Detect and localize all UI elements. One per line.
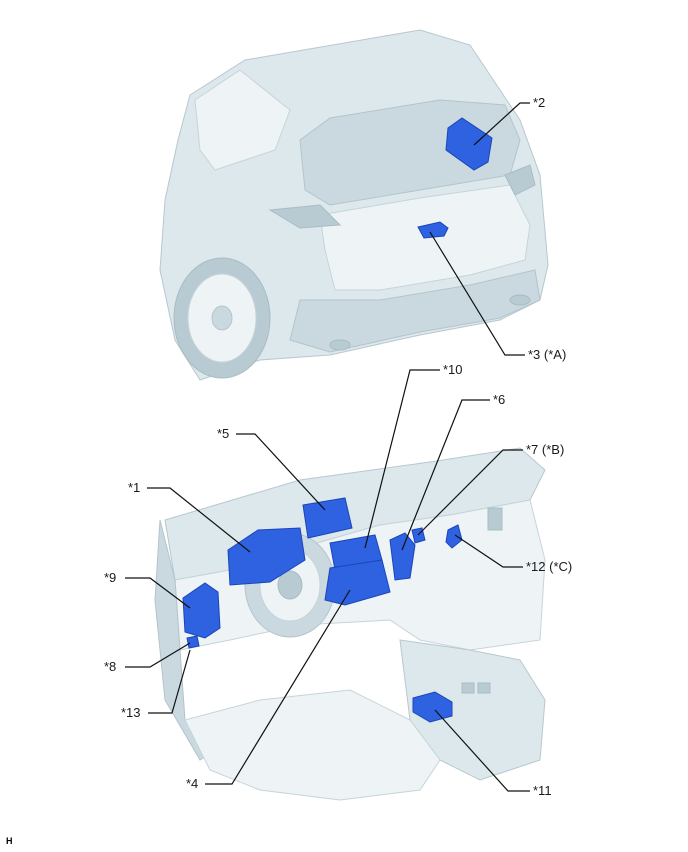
component-12	[445, 524, 463, 549]
callout-12: *12 (*C)	[526, 559, 572, 574]
component-5	[302, 497, 353, 539]
callout-2: *2	[533, 95, 545, 110]
callout-13: *13	[121, 705, 141, 720]
leader-lines	[125, 102, 530, 792]
component-8	[186, 635, 200, 649]
callout-1: *1	[128, 480, 140, 495]
component-9	[182, 582, 221, 639]
callout-9: *9	[104, 570, 116, 585]
component-6	[389, 532, 416, 581]
component-11	[412, 691, 453, 723]
callout-4: *4	[186, 776, 198, 791]
callout-6: *6	[493, 392, 505, 407]
component-4	[324, 559, 391, 606]
callout-11: *11	[533, 783, 552, 798]
callout-3: *3 (*A)	[528, 347, 566, 362]
callout-10: *10	[443, 362, 463, 377]
page-mark: H	[6, 836, 13, 846]
vehicle-rear-view	[159, 29, 549, 381]
callout-7: *7 (*B)	[526, 442, 564, 457]
component-2	[445, 117, 493, 171]
component-1	[227, 527, 306, 586]
callout-5: *5	[217, 426, 229, 441]
callout-8: *8	[104, 659, 116, 674]
component-3	[417, 221, 449, 239]
